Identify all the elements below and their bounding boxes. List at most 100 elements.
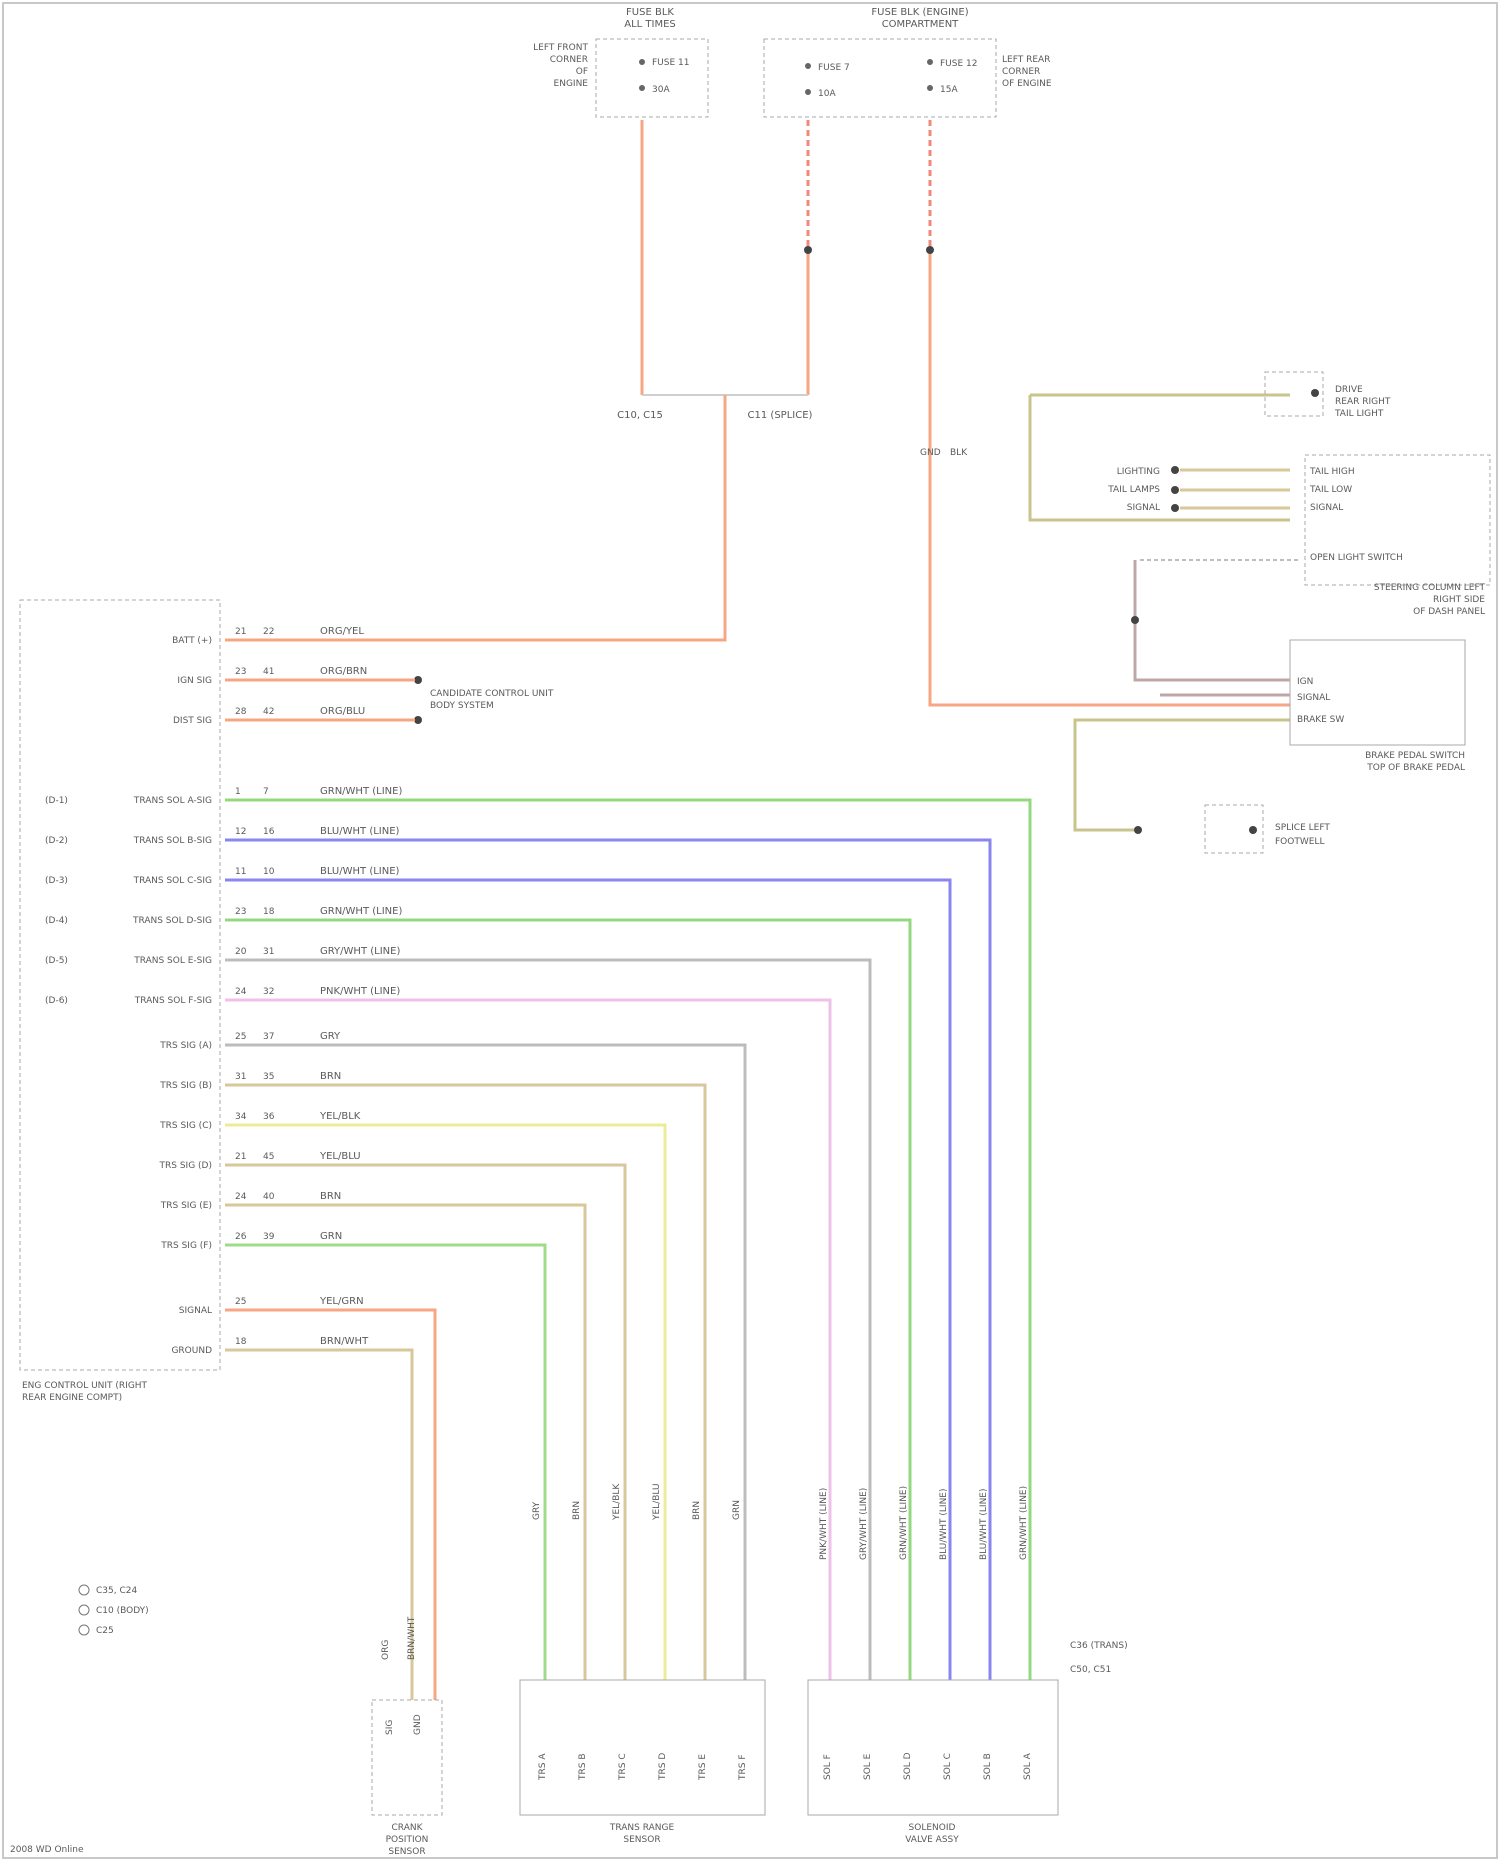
- ecu-name-1: ENG CONTROL UNIT (RIGHT: [22, 1381, 148, 1391]
- ecu-pin-number: 10: [263, 867, 275, 877]
- trs-wire-label: GRN: [732, 1500, 742, 1520]
- ecu-wire-label: ORG/BRN: [320, 666, 367, 677]
- ecu-row-code: (D-1): [45, 796, 68, 806]
- fuse-block-right-sub: COMPARTMENT: [882, 19, 959, 30]
- svg-text:GND: GND: [920, 448, 941, 458]
- svg-text:FOOTWELL: FOOTWELL: [1275, 837, 1324, 847]
- ecu-row-label: TRANS SOL E-SIG: [133, 956, 212, 966]
- trs-pin: TRS E: [698, 1754, 708, 1781]
- ecu-row-label: TRS SIG (C): [159, 1121, 212, 1131]
- ecu-wire-label: GRY: [320, 1031, 341, 1042]
- ecu-row-code: (D-6): [45, 996, 68, 1006]
- ecu-row: TRANS SOL E-SIG2031GRY/WHT (LINE): [133, 946, 400, 966]
- ecu-wire-label: GRN: [320, 1231, 342, 1242]
- ecu-wire-label: ORG/YEL: [320, 626, 364, 637]
- splice-left-label: C10, C15: [617, 410, 663, 421]
- ecu-row-label: TRANS SOL B-SIG: [133, 836, 212, 846]
- svg-text:SIGNAL: SIGNAL: [1310, 503, 1343, 513]
- sol-pin: SOL C: [943, 1753, 953, 1780]
- ecu-row: TRS SIG (D) 21 45 YEL/BLU: [159, 1151, 361, 1171]
- ecu-pin-number: 18: [235, 1337, 247, 1347]
- right-side-components: DRIVE REAR RIGHT TAIL LIGHT LIGHTING TAI…: [920, 372, 1490, 853]
- ecu-pin-number: 31: [235, 1072, 246, 1082]
- svg-text:DRIVE: DRIVE: [1335, 385, 1363, 395]
- svg-text:TOP OF BRAKE PEDAL: TOP OF BRAKE PEDAL: [1366, 763, 1465, 773]
- solenoid-valve-assy: SOLENOID VALVE ASSY C36 (TRANS) C50, C51: [808, 1641, 1128, 1845]
- splice-dot: [414, 676, 422, 684]
- svg-text:OF: OF: [576, 67, 588, 77]
- ecu-row-code: (D-3): [45, 876, 68, 886]
- splice-dot: [414, 716, 422, 724]
- svg-text:FUSE 11: FUSE 11: [652, 58, 689, 68]
- trs-pin: TRS A: [538, 1753, 548, 1781]
- wire-run: [225, 840, 990, 1680]
- ecu-wire-label: PNK/WHT (LINE): [320, 986, 400, 997]
- svg-text:IGN: IGN: [1297, 677, 1313, 687]
- ecu-row-label: BATT (+): [172, 636, 212, 646]
- trs-pin: TRS C: [618, 1753, 628, 1781]
- trans-range-sensor: TRANS RANGE SENSOR: [520, 1680, 765, 1845]
- ecu-pin-number: 16: [263, 827, 275, 837]
- svg-text:STEERING COLUMN LEFT: STEERING COLUMN LEFT: [1374, 583, 1486, 593]
- ecu-pin-number: 11: [235, 867, 246, 877]
- svg-text:FUSE 7: FUSE 7: [818, 63, 850, 73]
- svg-text:GND: GND: [413, 1714, 423, 1735]
- ecu-row-label: TRS SIG (D): [159, 1161, 212, 1171]
- ecu-wire-label: YEL/BLU: [319, 1151, 361, 1162]
- svg-text:LEFT FRONT: LEFT FRONT: [533, 43, 588, 53]
- sol-wire-label: BLU/WHT (LINE): [979, 1489, 989, 1561]
- ecu-pin-number: 32: [263, 987, 274, 997]
- sol-pin: SOL B: [983, 1753, 993, 1780]
- svg-text:SENSOR: SENSOR: [388, 1847, 425, 1857]
- ecu-pin-number: 25: [235, 1297, 246, 1307]
- ecu-row: IGN SIG2341ORG/BRN: [177, 666, 422, 686]
- ecu-wire-label: GRN/WHT (LINE): [320, 906, 402, 917]
- wire-run: [225, 1045, 745, 1680]
- sol-wire-label: GRN/WHT (LINE): [1019, 1486, 1029, 1560]
- ecu-pin-number: 12: [235, 827, 246, 837]
- ecu-row-label: SIGNAL: [179, 1306, 212, 1316]
- ecu-pin-number: 45: [263, 1152, 274, 1162]
- ecu-pin-number: 25: [235, 1032, 246, 1042]
- ecu-pin-number: 24: [235, 987, 247, 997]
- candidate-label-2: BODY SYSTEM: [430, 701, 494, 711]
- ecu-row: GROUND18BRN/WHT: [171, 1336, 369, 1356]
- ecu-pin-number: 21: [235, 627, 246, 637]
- ecu-row-label: TRS SIG (F): [160, 1241, 212, 1251]
- svg-text:BRAKE PEDAL SWITCH: BRAKE PEDAL SWITCH: [1365, 751, 1465, 761]
- sol-pin: SOL A: [1023, 1752, 1033, 1780]
- splice-right-label: C11 (SPLICE): [748, 410, 813, 421]
- wire-run: [225, 1000, 830, 1680]
- legend-3: C25: [96, 1626, 114, 1636]
- trs-wire-label: YEL/BLK: [612, 1483, 622, 1521]
- ecu-row-label: TRS SIG (E): [160, 1201, 212, 1211]
- crank-wire-label: ORG: [381, 1640, 391, 1660]
- ecu-wire-label: YEL/BLK: [319, 1111, 361, 1122]
- svg-text:CORNER: CORNER: [1002, 67, 1040, 77]
- ecu-wire-label: ORG/BLU: [320, 706, 365, 717]
- svg-text:SENSOR: SENSOR: [623, 1835, 660, 1845]
- svg-text:TAIL LIGHT: TAIL LIGHT: [1334, 409, 1384, 419]
- svg-text:LEFT REAR: LEFT REAR: [1002, 55, 1050, 65]
- svg-text:15A: 15A: [940, 85, 958, 95]
- sol-pin: SOL F: [823, 1754, 833, 1780]
- wire-run: [225, 960, 870, 1680]
- svg-text:FUSE 12: FUSE 12: [940, 59, 977, 69]
- wire-run: [225, 1125, 665, 1680]
- ecu-pin-number: 37: [263, 1032, 274, 1042]
- ecu-row-code: (D-2): [45, 836, 68, 846]
- svg-text:CRANK: CRANK: [392, 1823, 424, 1833]
- svg-text:SPLICE LEFT: SPLICE LEFT: [1275, 823, 1330, 833]
- ecu-row-label: DIST SIG: [173, 716, 212, 726]
- fuse-block-right-title: FUSE BLK (ENGINE): [871, 7, 968, 18]
- trs-wire-label: GRY: [532, 1501, 542, 1520]
- ecu-pin-number: 21: [235, 1152, 246, 1162]
- svg-text:OPEN LIGHT SWITCH: OPEN LIGHT SWITCH: [1310, 553, 1403, 563]
- wire-run: [225, 1165, 625, 1680]
- ecu-wire-label: BRN: [320, 1071, 341, 1082]
- fuse-block-left-title: FUSE BLK: [626, 7, 674, 18]
- ecu-pin-number: 36: [263, 1112, 275, 1122]
- svg-text:SOLENOID: SOLENOID: [909, 1823, 956, 1833]
- ecu-name-2: REAR ENGINE COMPT): [22, 1393, 122, 1403]
